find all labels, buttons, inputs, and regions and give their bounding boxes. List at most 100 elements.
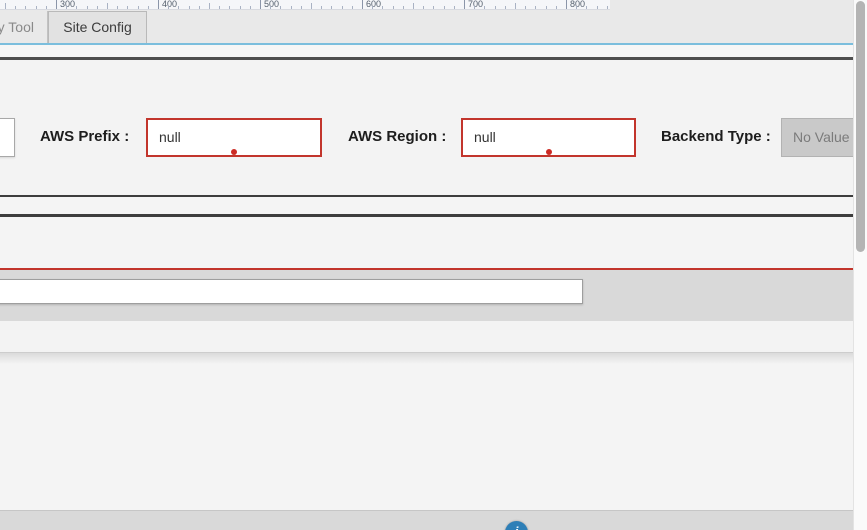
panel-shadow-divider (0, 352, 853, 364)
vertical-scrollbar[interactable] (853, 0, 867, 530)
ruler-tick (107, 3, 108, 9)
aws-region-input[interactable]: null (461, 118, 636, 157)
ruler-tick (341, 5, 343, 9)
content-band (0, 321, 853, 352)
ruler-tick (586, 5, 588, 9)
ruler-tick (86, 5, 88, 9)
section-divider (0, 195, 853, 197)
ruler-tick (249, 5, 251, 9)
top-strip: 300 400 500 600 700 800 y Tool Site Config (0, 0, 867, 43)
aws-prefix-label: AWS Prefix : (40, 128, 130, 145)
ruler-tick (66, 5, 68, 9)
ruler-tick (382, 5, 384, 9)
ruler-tick (351, 5, 353, 9)
error-divider (0, 268, 853, 270)
ruler-tick (5, 3, 6, 9)
ruler-tick (198, 5, 200, 9)
aws-region-value: null (474, 129, 496, 145)
ruler-tick (127, 5, 129, 9)
validation-dot-icon (231, 149, 237, 155)
ruler-tick (311, 3, 312, 9)
section-divider-top (0, 57, 853, 60)
backend-type-select[interactable]: No Value (781, 118, 867, 157)
ruler-tick (209, 3, 210, 9)
tab-query-tool[interactable]: y Tool (0, 11, 48, 43)
ruler-tick (280, 5, 282, 9)
empty-band (0, 217, 853, 268)
ruler-tick (494, 5, 496, 9)
section-divider (0, 214, 853, 217)
config-form-row: AWS Prefix : null AWS Region : null Back… (0, 60, 867, 195)
info-icon: i (515, 524, 519, 530)
ruler-tick (443, 5, 445, 9)
ruler-tick (515, 3, 516, 9)
ruler-tick (260, 0, 261, 9)
ruler-tick (15, 5, 17, 9)
ruler-tick (402, 5, 404, 9)
ruler-tick (76, 5, 78, 9)
accent-divider (0, 43, 853, 45)
tab-query-tool-label: y Tool (0, 19, 34, 35)
aws-prefix-value: null (159, 129, 181, 145)
ruler-tick (147, 5, 149, 9)
ruler-tick (372, 5, 374, 9)
backend-type-value: No Value (793, 129, 850, 145)
content-area (0, 364, 853, 510)
ruler-tick (504, 5, 506, 9)
validation-dot-icon (546, 149, 552, 155)
ruler-tick (188, 5, 190, 9)
tab-site-config[interactable]: Site Config (48, 11, 147, 43)
ruler-tick (229, 5, 231, 9)
ruler-tick (566, 0, 567, 9)
gap-strip (0, 45, 853, 57)
ruler-tick (178, 5, 180, 9)
ruler-tick (331, 5, 333, 9)
ruler-tick (270, 5, 272, 9)
ruler-tick (168, 5, 170, 9)
ruler-tick (239, 5, 241, 9)
partial-input-left[interactable] (0, 118, 15, 157)
aws-region-label: AWS Region : (348, 128, 447, 145)
ruler-tick (117, 5, 119, 9)
ruler-tick (35, 5, 37, 9)
ruler-tick (300, 5, 302, 9)
backend-type-label: Backend Type : (661, 128, 771, 145)
ruler-tick (433, 5, 435, 9)
aws-prefix-input[interactable]: null (146, 118, 322, 157)
ruler-tick (96, 5, 98, 9)
ruler-tick (423, 5, 425, 9)
ruler-tick (474, 5, 476, 9)
ruler-tick (484, 5, 486, 9)
ruler-tick (413, 3, 414, 9)
ruler-tick (525, 5, 527, 9)
ruler-label: 800 (570, 0, 586, 9)
empty-band (0, 197, 853, 214)
ruler-tick (25, 5, 27, 9)
scrollbar-thumb[interactable] (856, 1, 865, 252)
bottom-status-bar (0, 510, 867, 530)
ruler-tick (555, 5, 557, 9)
ruler-tick (56, 0, 57, 9)
ruler: 300 400 500 600 700 800 (0, 0, 610, 10)
filter-input[interactable] (0, 279, 583, 304)
ruler-label: 400 (162, 0, 178, 9)
ruler-label: 700 (468, 0, 484, 9)
ruler-tick (453, 5, 455, 9)
ruler-tick (321, 5, 323, 9)
ruler-tick (596, 5, 598, 9)
ruler-tick (535, 5, 537, 9)
ruler-label: 300 (60, 0, 76, 9)
tab-site-config-label: Site Config (63, 19, 132, 35)
ruler-tick (362, 0, 363, 9)
ruler-tick (545, 5, 547, 9)
ruler-tick (137, 5, 139, 9)
ruler-tick (464, 0, 465, 9)
ruler-tick (392, 5, 394, 9)
ruler-label: 600 (366, 0, 382, 9)
ruler-tick (606, 5, 608, 9)
ruler-tick (290, 5, 292, 9)
floating-action-button[interactable]: i (505, 521, 528, 530)
ruler-label: 500 (264, 0, 280, 9)
ruler-tick (576, 5, 578, 9)
